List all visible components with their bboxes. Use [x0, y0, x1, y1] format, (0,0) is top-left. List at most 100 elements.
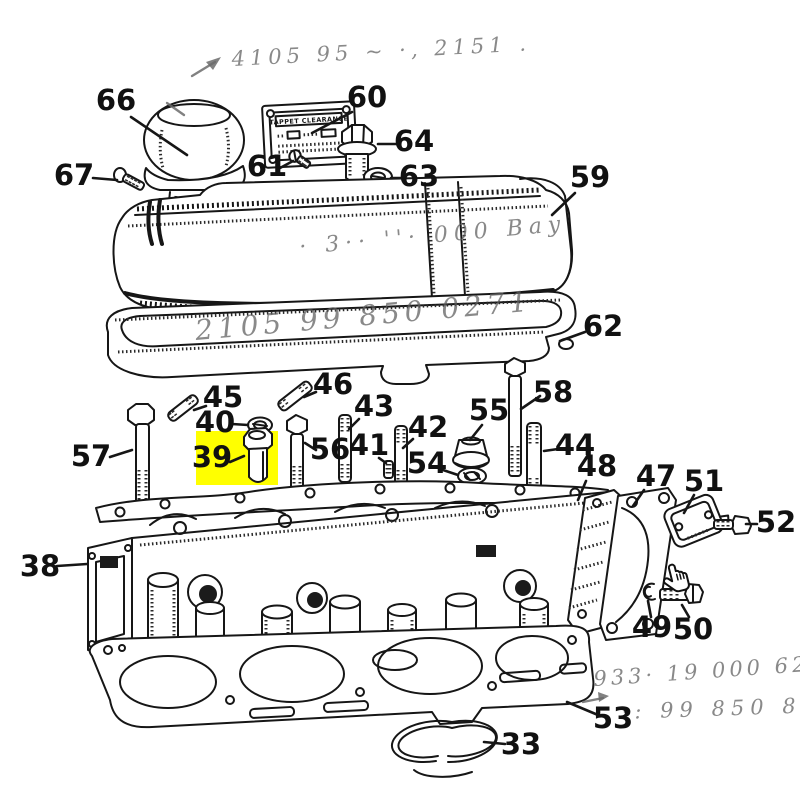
- part-number-42[interactable]: 42: [408, 410, 448, 444]
- leader-line-41: [377, 456, 388, 465]
- leader-line-58: [519, 394, 542, 411]
- leader-line-53: [565, 700, 600, 717]
- leader-line-51: [682, 493, 696, 515]
- callout-45[interactable]: 45: [192, 380, 243, 414]
- part-number-53[interactable]: 53: [593, 701, 633, 735]
- callout-50[interactable]: 50: [673, 603, 713, 646]
- stud-43-art[interactable]: [338, 414, 352, 483]
- callout-41[interactable]: 41: [349, 428, 389, 465]
- callout-59[interactable]: 59: [550, 160, 610, 217]
- leader-line-46: [302, 390, 318, 399]
- cover-gasket-62-art[interactable]: [105, 290, 577, 385]
- callout-56[interactable]: 56: [303, 432, 350, 466]
- leader-line-45: [192, 404, 208, 412]
- callout-54[interactable]: 54: [407, 446, 460, 480]
- leader-line-33: [482, 740, 507, 746]
- part-number-33[interactable]: 33: [501, 727, 541, 761]
- part-number-52[interactable]: 52: [756, 505, 796, 539]
- part-number-56[interactable]: 56: [310, 432, 350, 466]
- callout-60[interactable]: 60: [310, 80, 387, 135]
- part-number-46[interactable]: 46: [313, 367, 353, 401]
- part-number-64[interactable]: 64: [394, 124, 434, 158]
- part-number-44[interactable]: 44: [555, 428, 595, 462]
- leader-line-56: [303, 441, 318, 452]
- bolt-57-art[interactable]: [127, 403, 155, 505]
- part-number-47[interactable]: 47: [636, 459, 676, 493]
- part-number-67[interactable]: 67: [54, 158, 94, 192]
- handwritten-note-bottom-note-1: 933· 19 000 627·: [593, 650, 800, 691]
- leader-line-67: [91, 176, 119, 182]
- plug-39-art[interactable]: [243, 427, 273, 483]
- screw-67-art[interactable]: [113, 167, 146, 191]
- screw-61-art[interactable]: [287, 148, 312, 171]
- callout-57[interactable]: 57: [71, 439, 134, 473]
- callout-38[interactable]: 38: [20, 549, 89, 583]
- part-number-49[interactable]: 49: [632, 610, 672, 644]
- callout-47[interactable]: 47: [631, 459, 676, 508]
- part-number-43[interactable]: 43: [354, 389, 394, 423]
- part-number-39[interactable]: 39: [192, 440, 232, 474]
- part-number-41[interactable]: 41: [349, 428, 389, 462]
- leader-line-55: [468, 423, 484, 442]
- part-number-48[interactable]: 48: [577, 449, 617, 483]
- part-number-51[interactable]: 51: [684, 464, 724, 498]
- callout-67[interactable]: 67: [54, 158, 119, 192]
- bolt-56-art[interactable]: [286, 414, 308, 498]
- washer-49-art[interactable]: [642, 582, 656, 601]
- callout-52[interactable]: 52: [744, 505, 796, 539]
- part-number-54[interactable]: 54: [407, 446, 447, 480]
- callout-40[interactable]: 40: [195, 405, 250, 439]
- pencil-arrow-bottom: [581, 692, 609, 704]
- callout-62[interactable]: 62: [558, 309, 623, 343]
- part-number-60[interactable]: 60: [347, 80, 387, 114]
- callout-58[interactable]: 58: [519, 375, 573, 411]
- leader-line-62: [558, 330, 587, 343]
- part-number-45[interactable]: 45: [203, 380, 243, 414]
- dowel-41-art[interactable]: [383, 460, 394, 479]
- part-number-62[interactable]: 62: [583, 309, 623, 343]
- callout-51[interactable]: 51: [682, 464, 724, 515]
- part-number-40[interactable]: 40: [195, 405, 235, 439]
- bolt-58-art[interactable]: [504, 357, 526, 477]
- leader-line-47: [631, 488, 646, 508]
- part-number-66[interactable]: 66: [96, 83, 136, 117]
- callout-33[interactable]: 33: [482, 727, 541, 761]
- callout-48[interactable]: 48: [576, 449, 617, 502]
- leader-line-57: [108, 448, 134, 459]
- bolt-52-art[interactable]: [713, 515, 752, 535]
- callout-66[interactable]: 66: [96, 83, 189, 157]
- callout-44[interactable]: 44: [542, 428, 595, 462]
- handwritten-note-bottom-note-2: ·: 99 850 8: [621, 694, 800, 724]
- stud-42-art[interactable]: [394, 425, 408, 488]
- part-number-61[interactable]: 61: [247, 149, 287, 183]
- callout-61[interactable]: 61: [247, 149, 295, 183]
- part-number-38[interactable]: 38: [20, 549, 60, 583]
- callout-42[interactable]: 42: [401, 410, 448, 450]
- callout-55[interactable]: 55: [468, 393, 509, 442]
- leader-line-61: [278, 159, 295, 170]
- callout-43[interactable]: 43: [347, 389, 394, 431]
- part-number-57[interactable]: 57: [71, 439, 111, 473]
- callout-39[interactable]: 39: [192, 440, 246, 474]
- callout-49[interactable]: 49: [632, 599, 672, 644]
- part-number-58[interactable]: 58: [533, 375, 573, 409]
- callout-53[interactable]: 53: [565, 700, 633, 735]
- part-number-59[interactable]: 59: [570, 160, 610, 194]
- plate-47-art[interactable]: [599, 487, 677, 641]
- part-number-63[interactable]: 63: [399, 159, 439, 193]
- part-number-50[interactable]: 50: [673, 612, 713, 646]
- bolt-50-art[interactable]: [659, 583, 704, 604]
- part-number-55[interactable]: 55: [469, 393, 509, 427]
- callout-64[interactable]: 64: [376, 124, 434, 158]
- plug-55-art[interactable]: [452, 436, 490, 469]
- snap-ring-33-art[interactable]: [390, 719, 498, 778]
- leader-line-60: [310, 110, 354, 135]
- callout-46[interactable]: 46: [302, 367, 353, 401]
- stud-45-art[interactable]: [167, 394, 200, 423]
- callout-63[interactable]: 63: [389, 159, 439, 193]
- head-gasket-53-art[interactable]: [88, 624, 595, 729]
- stud-46-art[interactable]: [277, 380, 314, 412]
